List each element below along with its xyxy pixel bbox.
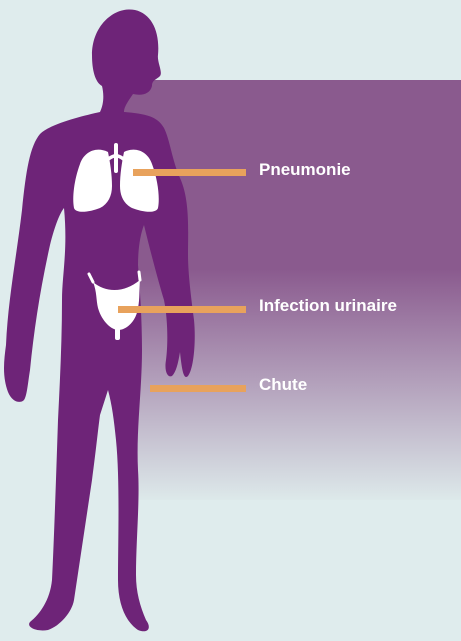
urinary-infection-label: Infection urinaire	[259, 296, 397, 316]
pneumonia-leader-line	[133, 169, 246, 176]
urinary-infection-leader-line	[118, 306, 246, 313]
pneumonia-label: Pneumonie	[259, 160, 351, 180]
fall-label: Chute	[259, 375, 307, 395]
fall-leader-line	[150, 385, 246, 392]
